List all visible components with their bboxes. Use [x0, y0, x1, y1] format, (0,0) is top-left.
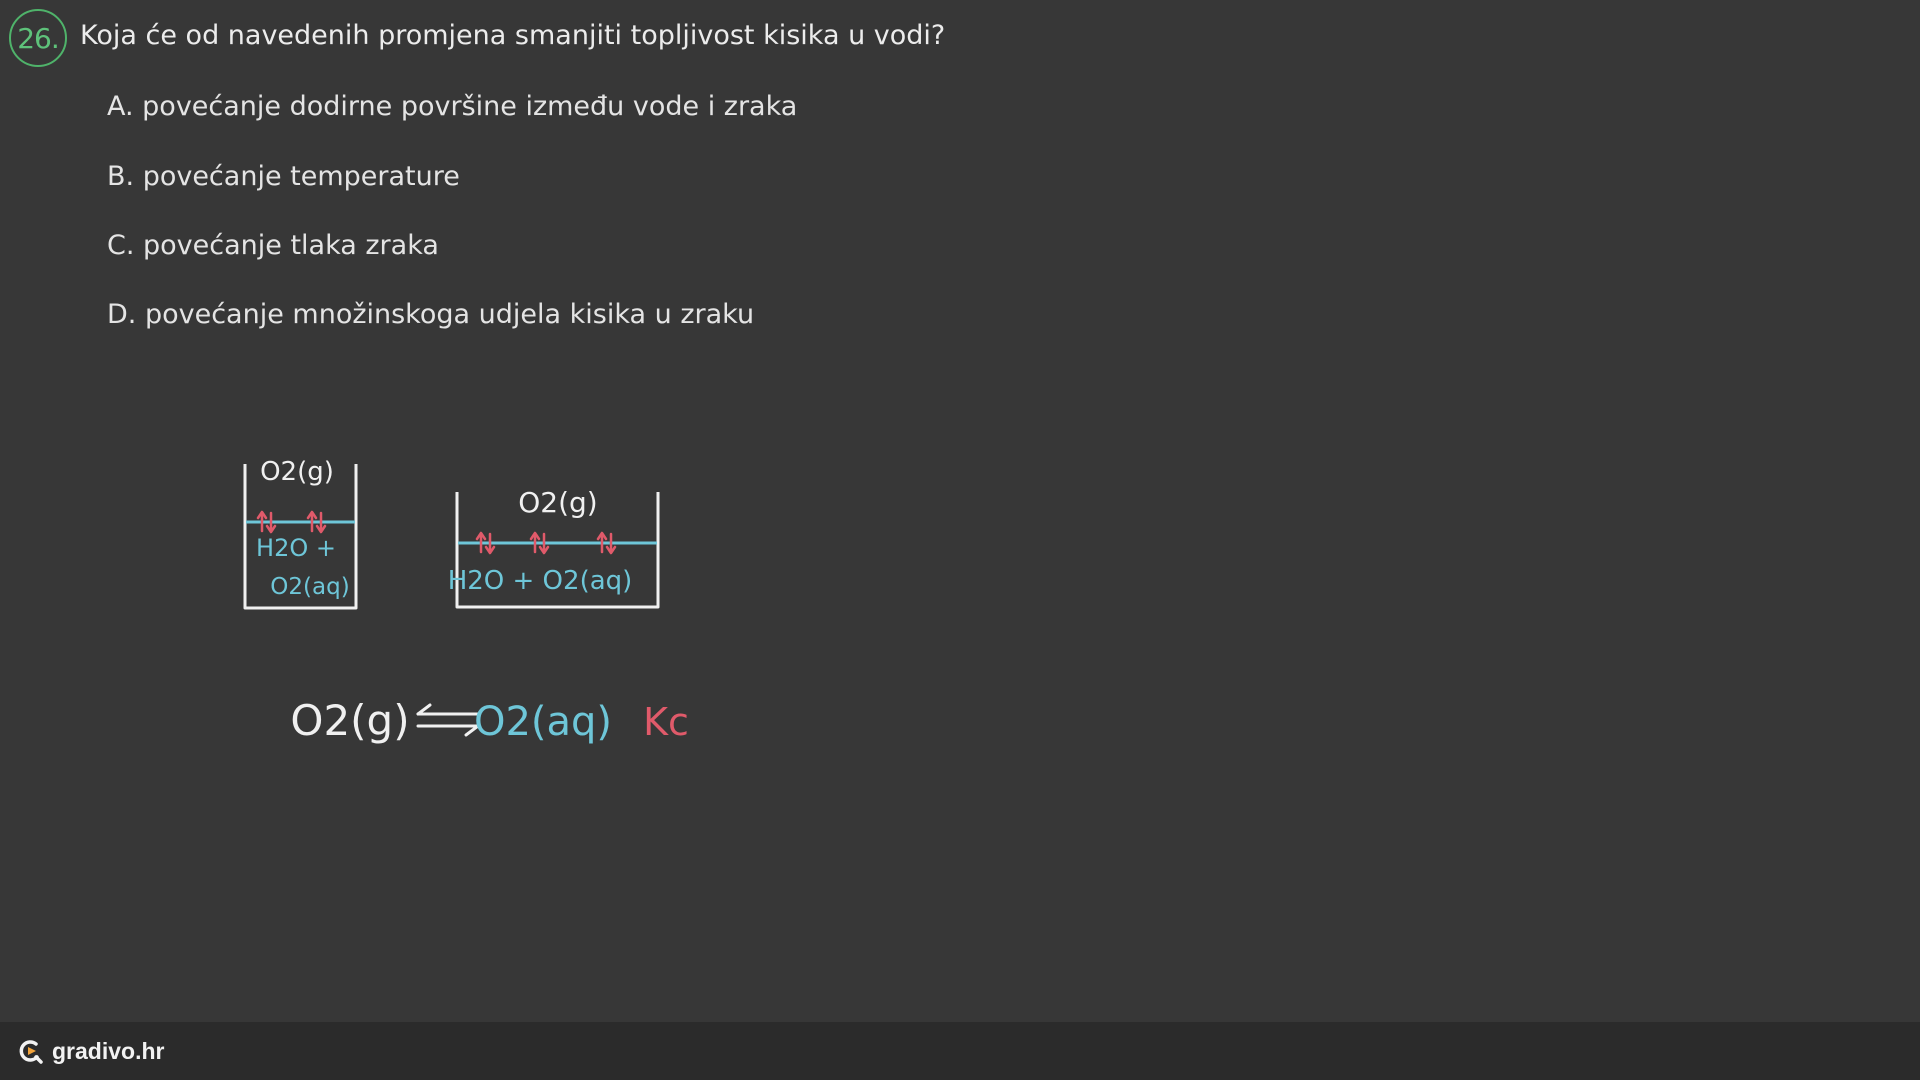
- equilibrium-constant: Kc: [643, 700, 689, 744]
- gradivo-logo-icon[interactable]: [16, 1037, 44, 1065]
- liquid-label-small-2: O2(aq): [270, 574, 349, 600]
- beaker-wide: O2(g) H2O + O2(aq): [448, 486, 660, 609]
- answer-option-c[interactable]: C. povećanje tlaka zraka: [107, 230, 439, 261]
- equilibrium-arrows-icon: [416, 703, 480, 737]
- gas-label-wide: O2(g): [518, 486, 597, 519]
- liquid-label-wide: H2O + O2(aq): [448, 566, 633, 596]
- answer-option-b[interactable]: B. povećanje temperature: [107, 161, 460, 192]
- gas-label-small: O2(g): [260, 457, 334, 487]
- equation-left: O2(g): [290, 696, 409, 745]
- beaker-small: O2(g) H2O + O2(aq): [243, 457, 358, 610]
- answer-option-d[interactable]: D. povećanje množinskoga udjela kisika u…: [107, 299, 755, 330]
- question-text: Koja će od navedenih promjena smanjiti t…: [80, 20, 946, 51]
- question-number: 26.: [17, 21, 60, 55]
- lesson-canvas: 26. Koja će od navedenih promjena smanji…: [9, 9, 946, 745]
- question-number-badge: 26.: [9, 9, 67, 67]
- solubility-diagram: O2(g) H2O + O2(aq) O2(g) H2O + O2(aq) O2…: [243, 457, 689, 745]
- footer-bar: gradivo.hr: [0, 1022, 1920, 1080]
- answer-option-a[interactable]: A. povećanje dodirne površine između vod…: [107, 91, 798, 122]
- equilibrium-equation: O2(g) O2(aq) Kc: [290, 696, 689, 745]
- liquid-label-small-1: H2O +: [256, 534, 336, 562]
- brand-name[interactable]: gradivo.hr: [52, 1037, 165, 1064]
- equation-right: O2(aq): [474, 699, 612, 745]
